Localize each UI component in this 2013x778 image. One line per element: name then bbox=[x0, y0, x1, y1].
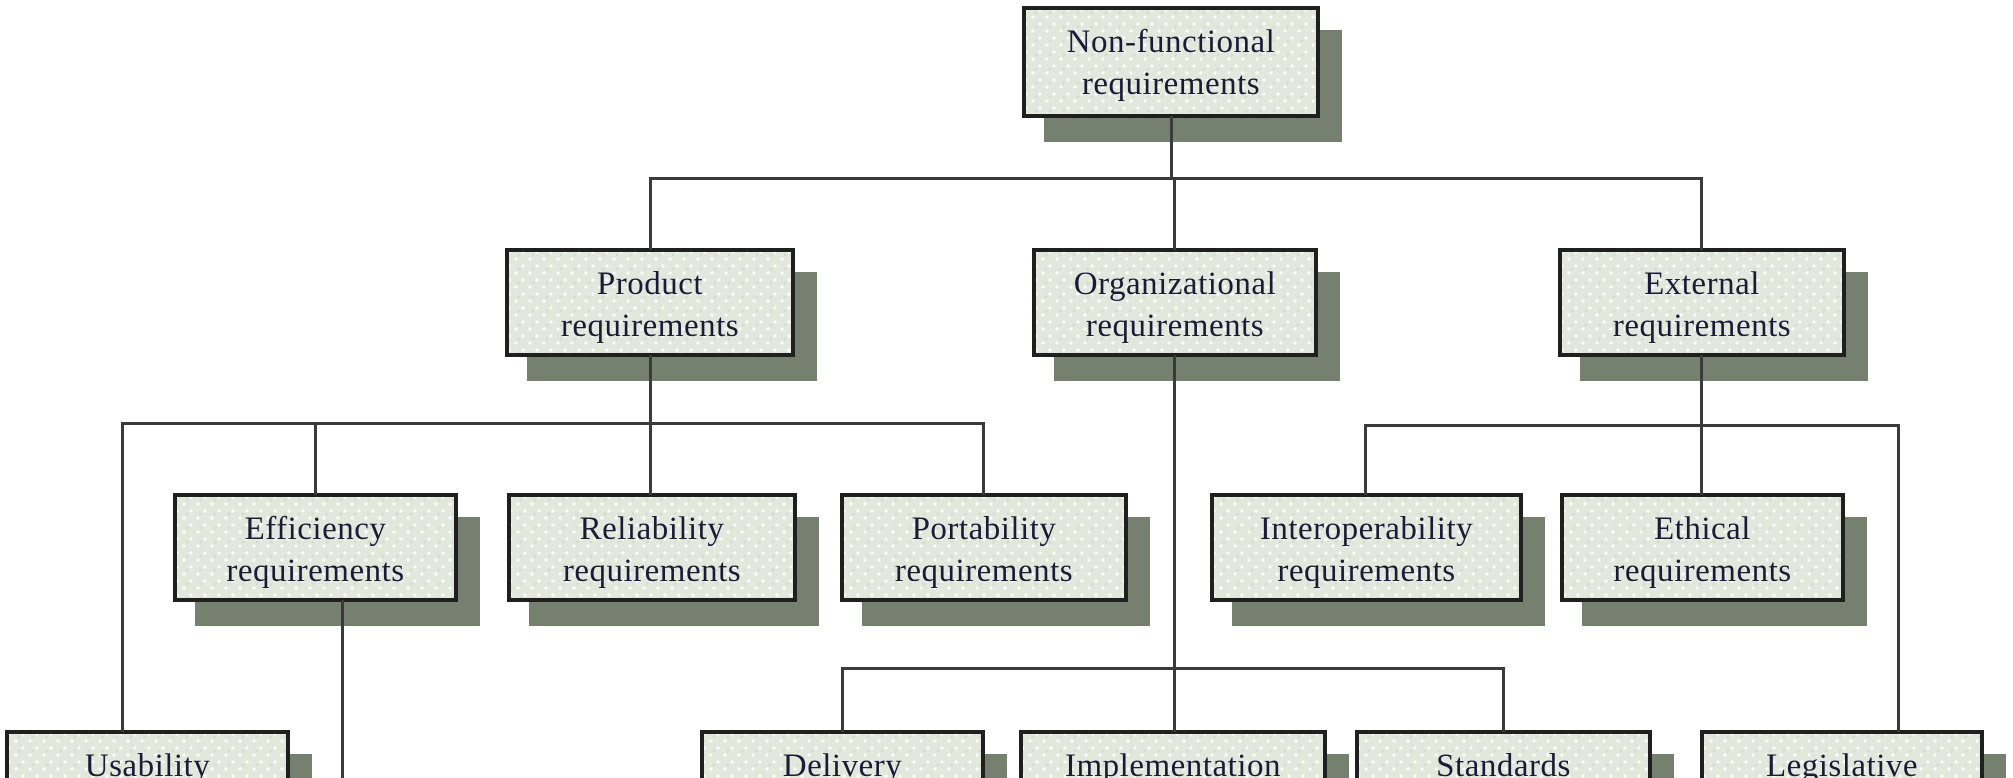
connector-drop-usability bbox=[121, 422, 124, 732]
node-label-line2: requirements bbox=[1277, 552, 1456, 589]
connector-drop-product bbox=[649, 177, 652, 250]
connector-drop-portability bbox=[982, 422, 985, 495]
connector-drop-interoperability bbox=[1364, 424, 1367, 495]
node-label-line2: requirements bbox=[894, 552, 1074, 589]
connector-product-down bbox=[649, 355, 652, 425]
node-non-functional-requirements: Non-functional requirements bbox=[1022, 6, 1320, 118]
connector-drop-implementation bbox=[1173, 667, 1176, 732]
node-reliability-requirements: Reliability requirements bbox=[507, 493, 797, 602]
node-label-line1: Usability bbox=[84, 748, 211, 778]
node-portability-requirements: Portability requirements bbox=[840, 493, 1128, 602]
node-product-requirements: Product requirements bbox=[505, 248, 795, 357]
node-organizational-requirements: Organizational requirements bbox=[1032, 248, 1318, 357]
node-ethical-requirements: Ethical requirements bbox=[1560, 493, 1845, 602]
node-delivery: Delivery bbox=[700, 730, 985, 778]
node-label-line1: Legislative bbox=[1765, 748, 1919, 778]
connector-level1-rail bbox=[650, 177, 1703, 180]
connector-drop-reliability bbox=[649, 422, 652, 495]
connector-drop-ethical bbox=[1700, 424, 1703, 495]
connector-drop-external bbox=[1700, 177, 1703, 250]
connector-external-rail bbox=[1365, 424, 1900, 427]
node-label-line2: requirements bbox=[560, 307, 740, 344]
connector-drop-efficiency bbox=[314, 422, 317, 495]
node-legislative: Legislative bbox=[1700, 730, 1984, 778]
connector-drop-delivery bbox=[841, 667, 844, 732]
node-label-line1: Delivery bbox=[782, 748, 903, 778]
node-label-line2: requirements bbox=[226, 552, 405, 589]
node-external-requirements: External requirements bbox=[1558, 248, 1846, 357]
node-label-line2: requirements bbox=[1613, 552, 1792, 589]
node-label-line1: Reliability bbox=[579, 511, 725, 547]
node-label-line1: Organizational bbox=[1073, 266, 1277, 302]
node-label-line1: Implementation bbox=[1065, 748, 1281, 778]
node-label-line2: requirements bbox=[1085, 307, 1265, 344]
node-label-line1: Product bbox=[596, 266, 704, 302]
node-label-line1: Portability bbox=[911, 511, 1057, 547]
connector-product-rail bbox=[121, 422, 985, 425]
node-label-line1: Standards bbox=[1436, 748, 1571, 778]
connector-efficiency-down bbox=[341, 600, 344, 778]
node-usability: Usability bbox=[5, 730, 290, 778]
node-label-line2: requirements bbox=[1612, 307, 1792, 344]
node-label-line1: External bbox=[1644, 266, 1760, 302]
connector-external-down bbox=[1700, 355, 1703, 427]
node-label-line2: requirements bbox=[1081, 65, 1261, 102]
node-label-line1: Interoperability bbox=[1259, 511, 1474, 547]
connector-drop-standards bbox=[1502, 667, 1505, 732]
node-label-line1: Efficiency bbox=[244, 511, 387, 547]
node-label-line1: Non-functional bbox=[1066, 24, 1276, 60]
node-efficiency-requirements: Efficiency requirements bbox=[173, 493, 458, 602]
connector-organizational-down bbox=[1173, 355, 1176, 670]
node-label-line2: requirements bbox=[562, 552, 742, 589]
node-standards: Standards bbox=[1355, 730, 1652, 778]
connector-drop-legislative bbox=[1897, 424, 1900, 732]
node-label-line1: Ethical bbox=[1654, 511, 1751, 547]
node-interoperability-requirements: Interoperability requirements bbox=[1210, 493, 1523, 602]
connector-drop-organizational bbox=[1173, 177, 1176, 250]
connector-root-drop bbox=[1170, 116, 1173, 179]
node-implementation: Implementation bbox=[1019, 730, 1327, 778]
